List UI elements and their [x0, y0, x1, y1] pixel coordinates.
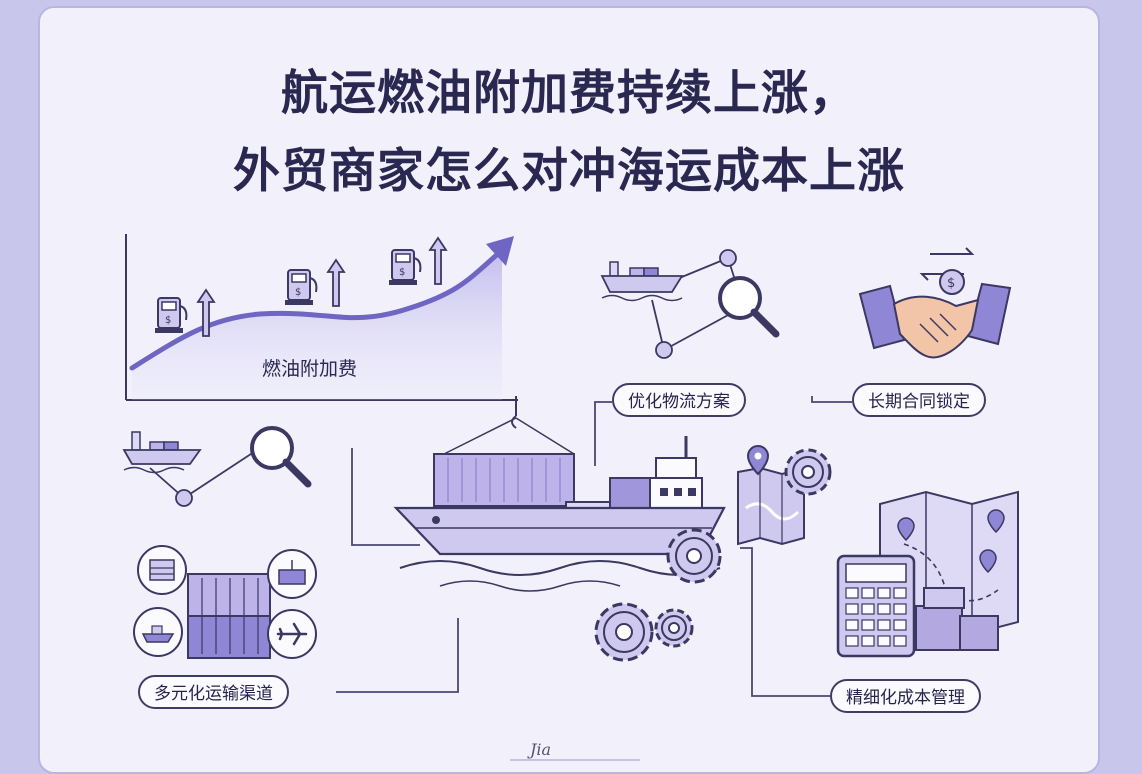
svg-text:$: $	[399, 267, 405, 278]
container-badge-icon	[267, 549, 317, 599]
fuel-pump-icon: $	[285, 269, 318, 305]
label-diversify-channels: 多元化运输渠道	[138, 675, 289, 709]
magnifier-icon	[250, 426, 312, 488]
connector-lines	[336, 396, 852, 697]
title-line-1: 航运燃油附加费持续上涨，	[281, 66, 857, 121]
up-arrow-icon	[196, 288, 216, 337]
magnifier-icon	[718, 276, 780, 338]
gear-icon	[654, 608, 694, 648]
svg-text:$: $	[295, 287, 301, 298]
warehouse-badge-icon	[137, 545, 187, 595]
ship-badge-icon	[133, 607, 183, 657]
trend-arrow-head	[486, 236, 514, 266]
up-arrow-icon	[326, 258, 346, 307]
svg-text:$: $	[165, 315, 171, 326]
trend-arrow-line	[129, 249, 503, 371]
fuel-surcharge-chart	[125, 234, 518, 401]
cardboard-box-icon	[915, 587, 999, 651]
svg-text:$: $	[947, 276, 955, 291]
logistics-network-icon	[651, 249, 741, 359]
fuel-pump-icon: $	[155, 297, 188, 333]
label-long-term-contract: 长期合同锁定	[852, 383, 986, 417]
title-line-2: 外贸商家怎么对冲海运成本上涨	[233, 144, 905, 199]
gear-icon	[666, 528, 722, 584]
infographic-card: $ $ $	[38, 6, 1100, 774]
up-arrow-icon	[428, 236, 448, 285]
container-stack-icon	[187, 573, 271, 659]
cargo-ship-icon	[122, 431, 202, 474]
label-optimize-logistics: 优化物流方案	[612, 383, 746, 417]
chart-label-fuel-surcharge: 燃油附加费	[262, 358, 358, 380]
crane-hook-icon	[443, 396, 575, 455]
fuel-pump-icon: $	[389, 249, 422, 285]
calculator-icon	[836, 554, 916, 658]
illustration-canvas: $ $ $	[122, 234, 1019, 761]
label-cost-management: 精细化成本管理	[830, 679, 981, 713]
gear-icon	[594, 602, 654, 662]
airplane-badge-icon	[267, 609, 317, 659]
signature: Jia	[530, 740, 552, 759]
map-pin-icon	[746, 445, 770, 476]
handshake-icon: $	[858, 247, 1012, 359]
gear-icon	[784, 448, 832, 496]
cargo-ship-main	[393, 436, 726, 592]
map-icon	[737, 466, 805, 546]
cargo-ship-icon	[600, 261, 684, 302]
